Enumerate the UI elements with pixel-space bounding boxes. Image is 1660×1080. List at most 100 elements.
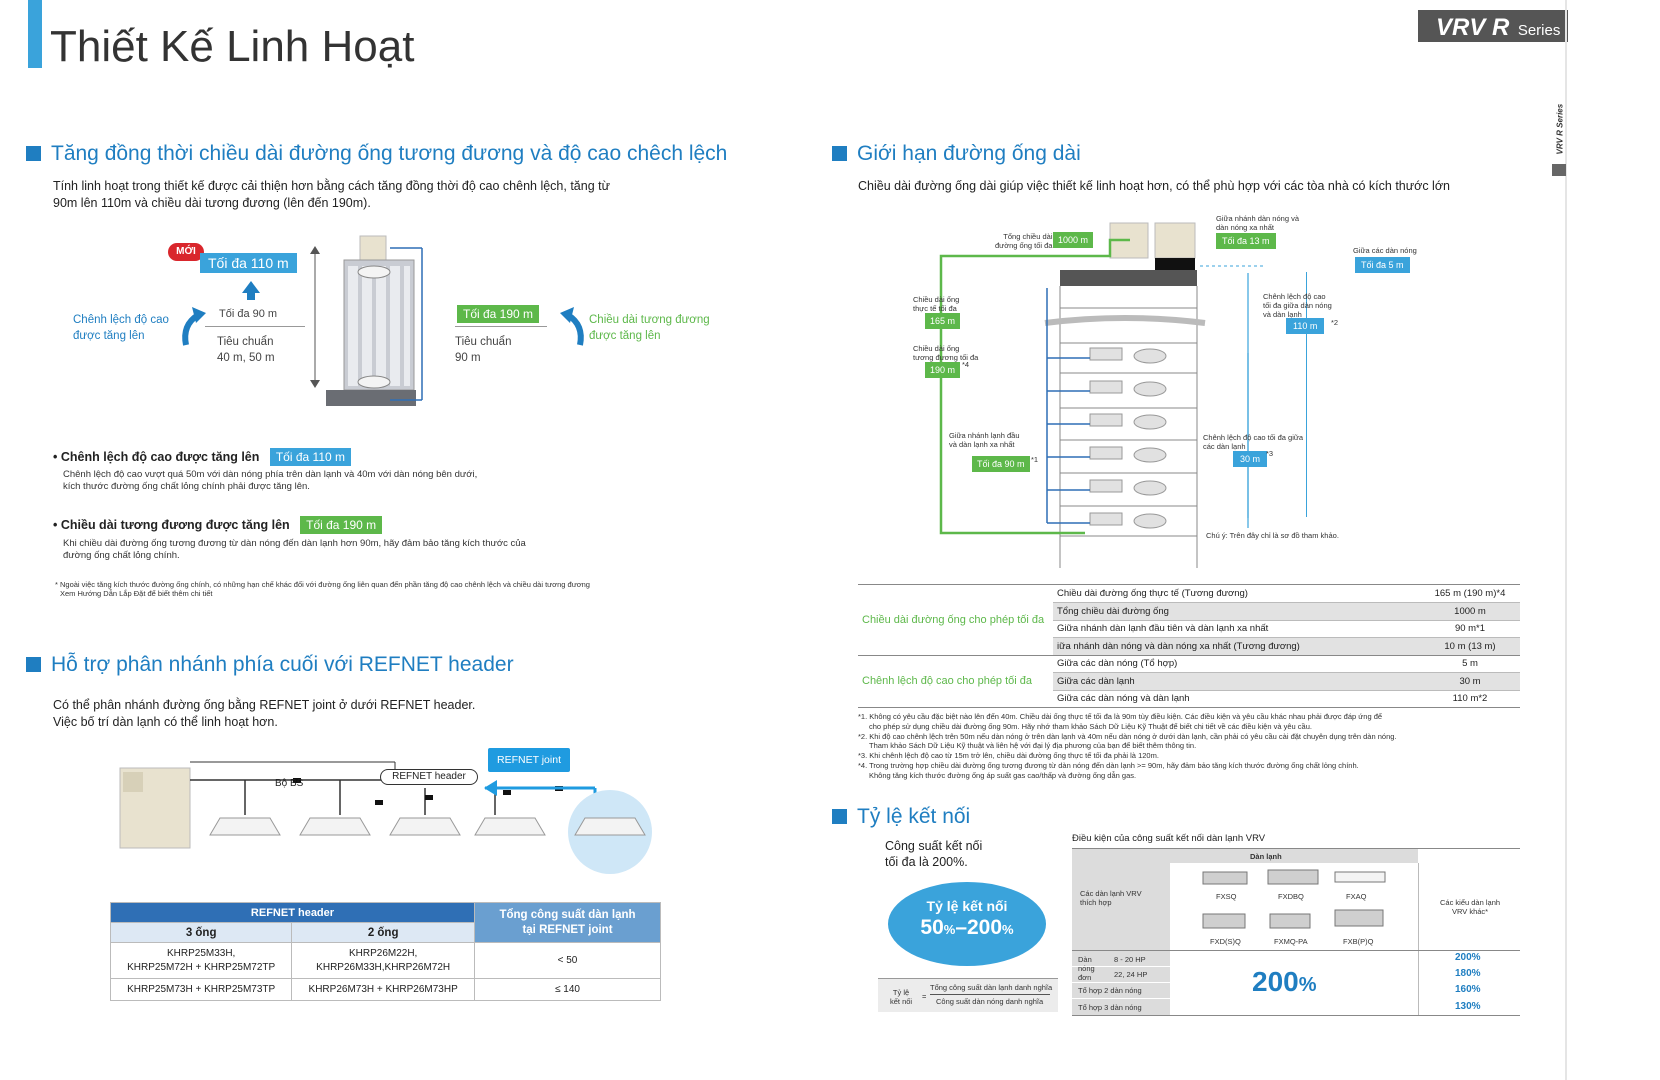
model-fxbpq: FXB(P)Q (1343, 937, 1374, 946)
table-row: iữa nhánh dàn nóng và dàn nóng xa nhất (… (858, 637, 1520, 656)
table-row: Giữa nhánh dàn lạnh đầu tiên và dàn lạnh… (858, 620, 1520, 638)
divider-right (455, 326, 547, 327)
model-fxdbq: FXDBQ (1278, 892, 1304, 901)
divider-left (205, 326, 305, 327)
reference-note: Chú ý: Trên đây chỉ là sơ đồ tham khảo. (1206, 531, 1339, 540)
big-ratio-value: 200% (1252, 966, 1317, 997)
equiv-vertical-line (1306, 272, 1307, 517)
ratio-table-title: Điều kiện của công suất kết nối dàn lạnh… (1072, 833, 1266, 844)
bs-label: Bộ BS (275, 778, 304, 789)
bullet2-title: Chiều dài tương đương được tăng lên (60, 518, 290, 532)
ratio-value-160: 160% (1455, 984, 1481, 995)
ratio-left-col (1072, 849, 1170, 1015)
bullet2: • Chiều dài tương đương được tăng lên Tố… (53, 516, 383, 534)
ratio-row-sep (1072, 950, 1520, 951)
ratio-value-180: 180% (1455, 968, 1481, 979)
max190-tag: Tối đa 190 m (457, 305, 540, 323)
ratio-table-bg (1072, 848, 1520, 1016)
piping-table-top-line (858, 584, 1520, 585)
sec3-heading: Giới hạn đường ống dài (832, 142, 1081, 166)
ratio-indoor-header (1170, 849, 1418, 863)
refnet-table-col2: 2 ống (291, 922, 475, 943)
indoor-units-illustration (1202, 869, 1386, 929)
up-arrow-icon (242, 281, 260, 293)
formula-num: Tổng công suất dàn lạnh danh nghĩa (930, 983, 1053, 992)
sec1-note: * Ngoài việc tăng kích thước đường ống c… (55, 580, 590, 598)
side-tab-line (1565, 0, 1567, 1080)
combo3-label: Tổ hợp 3 dàn nóng (1078, 1003, 1142, 1012)
sec3-notes: *1. Không có yêu cầu đặc biệt nào lên đế… (858, 712, 1397, 780)
bullet1-text: Chênh lệch độ cao vượt quá 50m với dàn n… (63, 469, 478, 492)
formula-box (878, 978, 1058, 1012)
refnet-header-label: REFNET header (380, 769, 478, 785)
series-badge: VRV R Series (1418, 10, 1568, 42)
side-tab-marker (1552, 164, 1566, 176)
first-branch-tag: Tối đa 90 m (972, 456, 1030, 472)
ratio-row-line-1 (1072, 966, 1170, 967)
sec2-intro: Có thể phân nhánh đường ống bằng REFNET … (53, 698, 476, 729)
page-title: Thiết Kế Linh Hoạt (50, 22, 415, 71)
max110-tag: Tối đa 110 m (200, 253, 297, 273)
actual-length-tag: 165 m (925, 313, 961, 329)
sec3-intro: Chiều dài đường ống dài giúp việc thiết … (858, 179, 1450, 193)
square-bullet-icon (832, 146, 847, 161)
bullet1-title: Chênh lệch độ cao được tăng lên (60, 450, 260, 464)
outdoor-single-label: Dàn nóng đơn (1078, 955, 1095, 982)
square-bullet-icon (26, 146, 41, 161)
ratio-oval-title: Tỷ lệ kết nối (926, 898, 1008, 914)
model-fxmqpa: FXMQ-PA (1274, 937, 1308, 946)
refnet-diagram (119, 761, 652, 874)
bullet1-tag: Tối đa 110 m (269, 448, 351, 466)
ratio-row-line-3 (1072, 998, 1170, 999)
long-piping-building (939, 222, 1265, 568)
height-outdoor-note: *2 (1331, 318, 1339, 327)
square-bullet-icon (26, 657, 41, 672)
height-indoor-tag: 30 m (1233, 451, 1268, 467)
sec1-heading: Tăng đồng thời chiều dài đường ống tương… (26, 142, 727, 166)
curved-arrow-right-icon (560, 307, 584, 346)
refnet-joint-label: REFNET joint (488, 748, 570, 772)
model-fxaq: FXAQ (1346, 892, 1367, 901)
new-badge: MỚI (168, 243, 204, 261)
formula-den: Công suất dàn nóng danh nghĩa (936, 997, 1044, 1006)
bullet2-tag: Tối đa 190 m (300, 516, 383, 534)
square-bullet-icon (832, 809, 847, 824)
total-length-tag: 1000 m (1053, 232, 1094, 248)
model-fxdsq: FXD(S)Q (1210, 937, 1241, 946)
ratio-row-line-2 (1072, 982, 1170, 983)
ratio-divider-v (1418, 863, 1419, 1015)
bullet2-text: Khi chiều dài đường ống tương đương từ d… (63, 538, 526, 561)
ratio-value-200: 200% (1455, 952, 1481, 963)
between-outdoor-tag: Tối đa 5 m (1355, 257, 1410, 273)
side-tab-label: VRV R Series (1555, 103, 1565, 155)
bullet1: • Chênh lệch độ cao được tăng lên Tối đa… (53, 448, 351, 466)
equiv-length-tag: 190 m (925, 362, 961, 378)
series-badge-suffix: Series (1517, 22, 1561, 39)
height-indoor-note: *3 (1266, 449, 1274, 458)
title-accent-bar (28, 0, 42, 68)
table-row: KHRP25M33H,KHRP25M72H + KHRP25M72TP KHRP… (109, 942, 661, 979)
max90-label: Tối đa 90 m (219, 308, 278, 320)
combo2-label: Tổ hợp 2 dàn nóng (1078, 986, 1142, 995)
sec2-heading: Hỗ trợ phân nhánh phía cuối với REFNET h… (26, 653, 514, 677)
building-illustration (310, 235, 423, 406)
height-outdoor-tag: 110 m (1286, 318, 1325, 334)
formula-line (930, 994, 1050, 995)
